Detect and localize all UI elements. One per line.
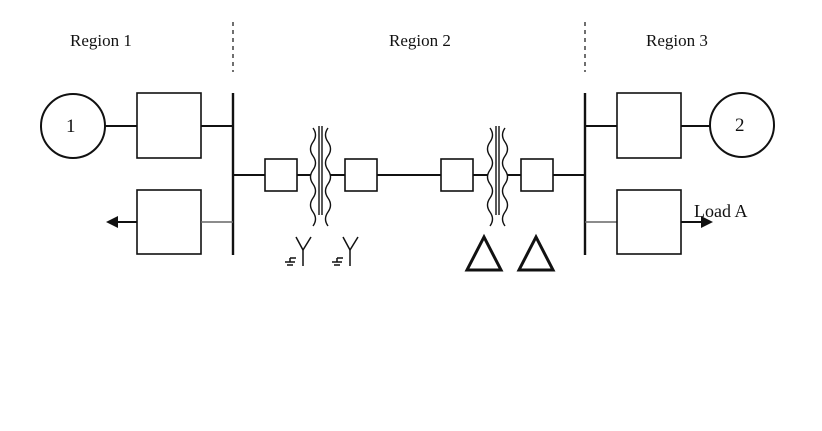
grounded-wye-symbol-2 bbox=[332, 236, 359, 266]
generator-2-label: 2 bbox=[735, 115, 745, 136]
region3-upper-block bbox=[616, 92, 682, 159]
generator-2: 2 bbox=[709, 92, 775, 158]
right-transformer bbox=[486, 126, 509, 227]
right-tie-box-1 bbox=[440, 158, 474, 192]
region-3-label: Region 3 bbox=[646, 31, 708, 50]
right-transformer-secondary-coil bbox=[501, 127, 509, 227]
region1-outflow-arrowhead bbox=[106, 216, 118, 228]
right-tie-box-2 bbox=[520, 158, 554, 192]
load-a-arrowhead bbox=[701, 216, 713, 228]
generator-2-circle bbox=[709, 92, 775, 158]
delta-symbol-1 bbox=[464, 233, 504, 272]
left-transformer-primary-coil bbox=[309, 127, 317, 227]
generator-1-label: 1 bbox=[66, 116, 76, 137]
region-1-label: Region 1 bbox=[70, 31, 132, 50]
load-a-label: Load A bbox=[694, 201, 748, 221]
right-transformer-primary-coil bbox=[486, 127, 494, 227]
region1-lower-block bbox=[136, 189, 202, 255]
delta-symbol-2 bbox=[516, 233, 556, 272]
left-transformer-secondary-coil bbox=[324, 127, 332, 227]
grounded-wye-symbol-1 bbox=[285, 236, 312, 266]
left-tie-box-1 bbox=[264, 158, 298, 192]
region1-upper-block bbox=[136, 92, 202, 159]
generator-1: 1 bbox=[40, 93, 106, 159]
region-2-label: Region 2 bbox=[389, 31, 451, 50]
region3-lower-block bbox=[616, 189, 682, 255]
left-tie-box-2 bbox=[344, 158, 378, 192]
left-transformer bbox=[309, 126, 332, 227]
